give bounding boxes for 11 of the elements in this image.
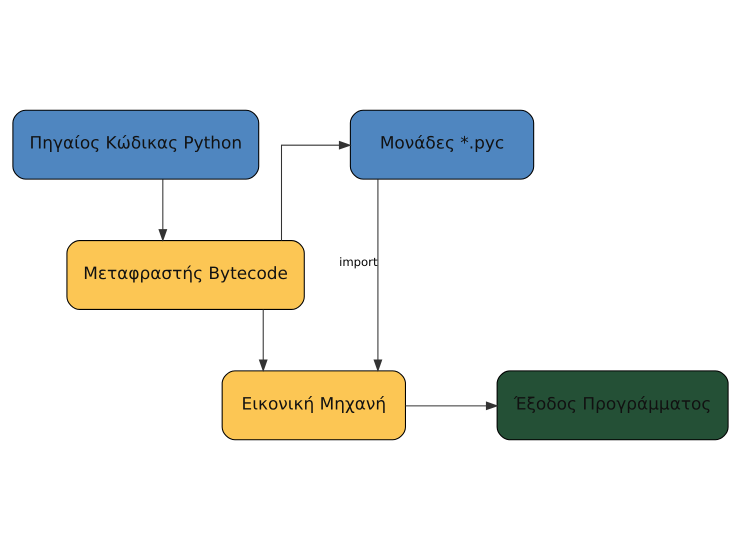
node-box: Έξοδος Προγράμματος: [496, 370, 729, 440]
node-box: Μεταφραστής Bytecode: [66, 240, 305, 310]
node-box: Μονάδες *.pyc: [350, 110, 534, 180]
arrow: [280, 140, 352, 241]
node-box: Πηγαίος Κώδικας Python: [12, 110, 260, 180]
arrow: [158, 179, 168, 242]
node-box: Εικονική Μηχανή: [222, 370, 406, 440]
edge-label: import: [339, 255, 378, 270]
arrow: [373, 179, 382, 372]
arrow: [406, 401, 499, 410]
arrow: [258, 310, 268, 372]
